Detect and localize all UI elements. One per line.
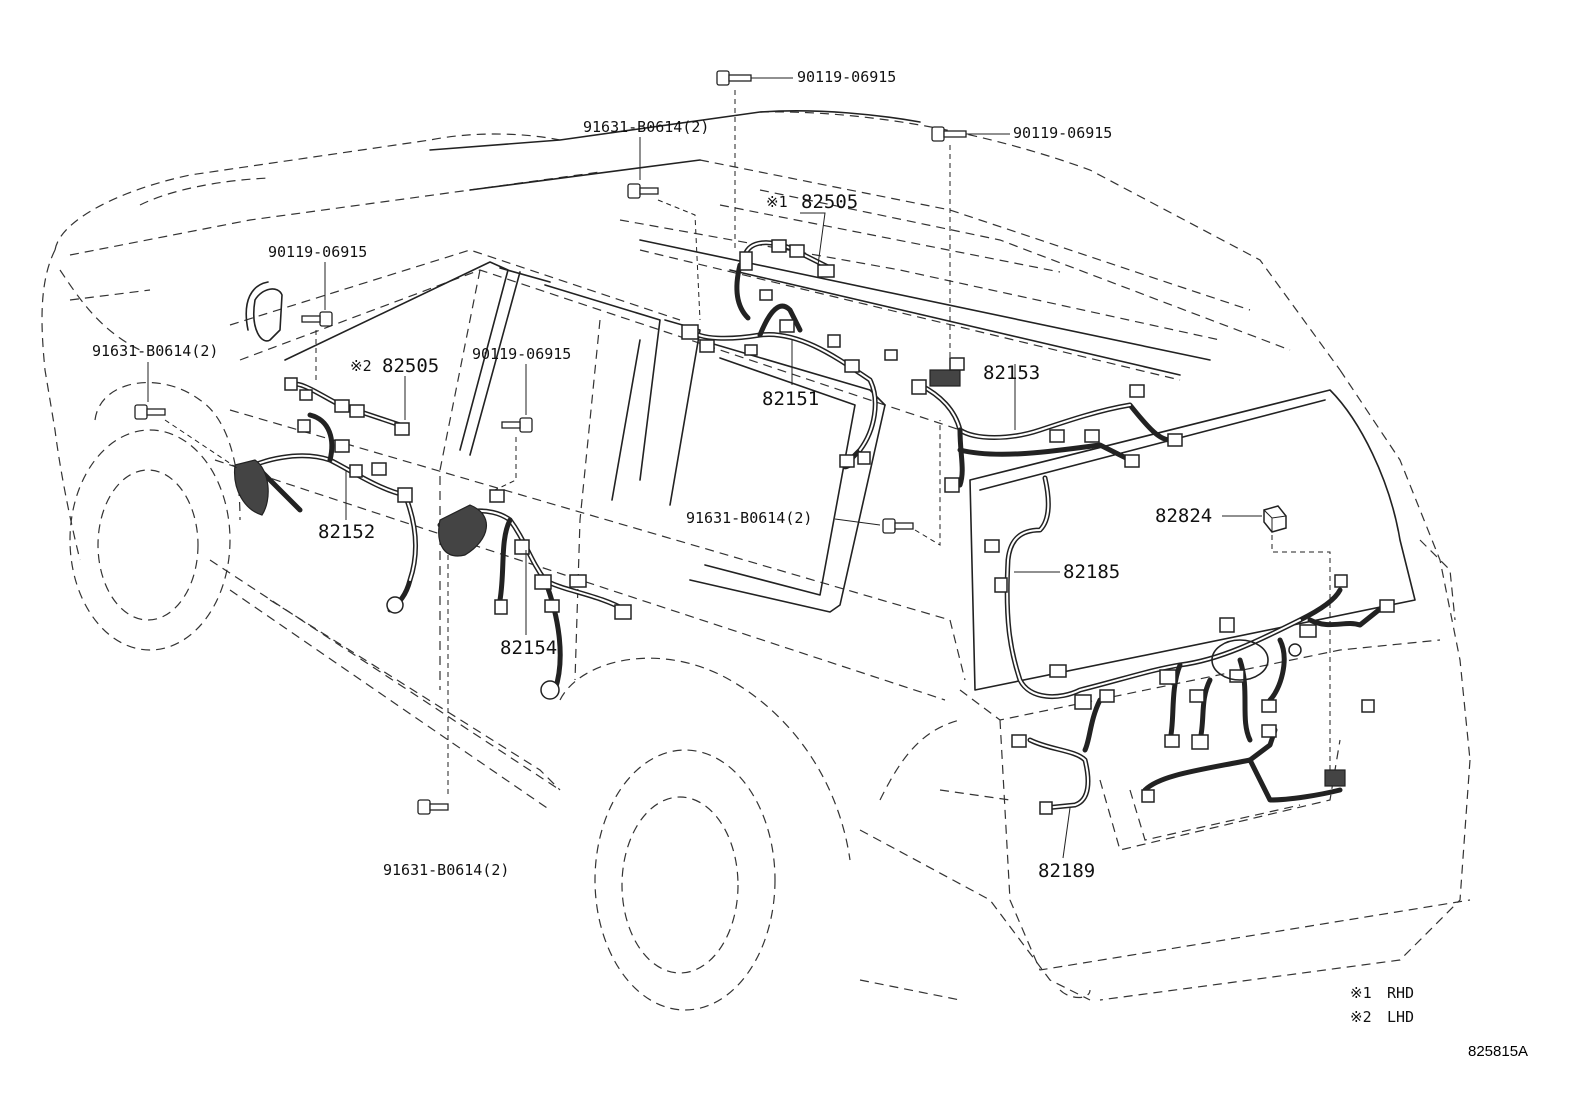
relay-82824	[1263, 505, 1287, 533]
harness-rear-door-82154	[437, 489, 632, 700]
label-bolt-top-right: 90119-06915	[1013, 124, 1112, 142]
bolt-top-center	[716, 70, 752, 86]
label-lhd-marker: ※2	[350, 357, 372, 375]
bolt-left-mid	[501, 417, 533, 433]
part-labels: 90119-06915 90119-06915 91631-B0614(2) ※…	[92, 68, 1212, 882]
label-harness-roof: 82151	[762, 388, 819, 410]
label-clip-left: 91631-B0614(2)	[92, 342, 218, 360]
clip-top-center	[627, 183, 659, 199]
label-clip-bottom: 91631-B0614(2)	[383, 861, 509, 879]
harness-front-door-82152	[233, 412, 418, 614]
label-rhd-harness: 82505	[801, 191, 858, 213]
legend-lhd-marker: ※2	[1350, 1008, 1372, 1026]
clip-left	[134, 404, 166, 420]
label-bolt-top-center: 90119-06915	[797, 68, 896, 86]
label-harness-front-door: 82152	[318, 521, 375, 543]
label-harness-back-door-lower: 82189	[1038, 860, 1095, 882]
label-bolt-left-upper: 90119-06915	[268, 243, 367, 261]
harness-lhd-82505	[284, 377, 410, 436]
bolt-top-right	[931, 126, 967, 142]
label-harness-rear-door: 82154	[500, 637, 557, 659]
clip-center	[882, 518, 914, 534]
label-harness-rear-roof: 82153	[983, 362, 1040, 384]
label-relay: 82824	[1155, 505, 1212, 527]
bolt-left-upper	[301, 311, 333, 327]
label-clip-center: 91631-B0614(2)	[686, 509, 812, 527]
harness-back-door-lower-82189	[1011, 724, 1346, 815]
harness-back-door-82185	[984, 475, 1395, 753]
legend: ※1 RHD ※2 LHD	[1350, 984, 1414, 1026]
label-clip-top-center: 91631-B0614(2)	[583, 118, 709, 136]
legend-rhd-marker: ※1	[1350, 984, 1372, 1002]
leader-lines	[147, 77, 1331, 859]
harness-roof-82151	[681, 262, 898, 470]
label-harness-back-door: 82185	[1063, 561, 1120, 583]
harness-rhd-82505	[739, 239, 835, 278]
legend-lhd-text: LHD	[1387, 1008, 1414, 1026]
label-lhd-harness: 82505	[382, 355, 439, 377]
figure-code: 825815A	[1468, 1043, 1528, 1060]
vehicle-body-outline	[41, 111, 1471, 1011]
label-bolt-left-mid: 90119-06915	[472, 345, 571, 363]
clip-bottom	[417, 799, 449, 815]
label-rhd-marker: ※1	[766, 193, 788, 211]
harness-rear-roof-82153	[911, 357, 1183, 493]
glass-frames	[245, 110, 1416, 691]
legend-rhd-text: RHD	[1387, 984, 1414, 1002]
